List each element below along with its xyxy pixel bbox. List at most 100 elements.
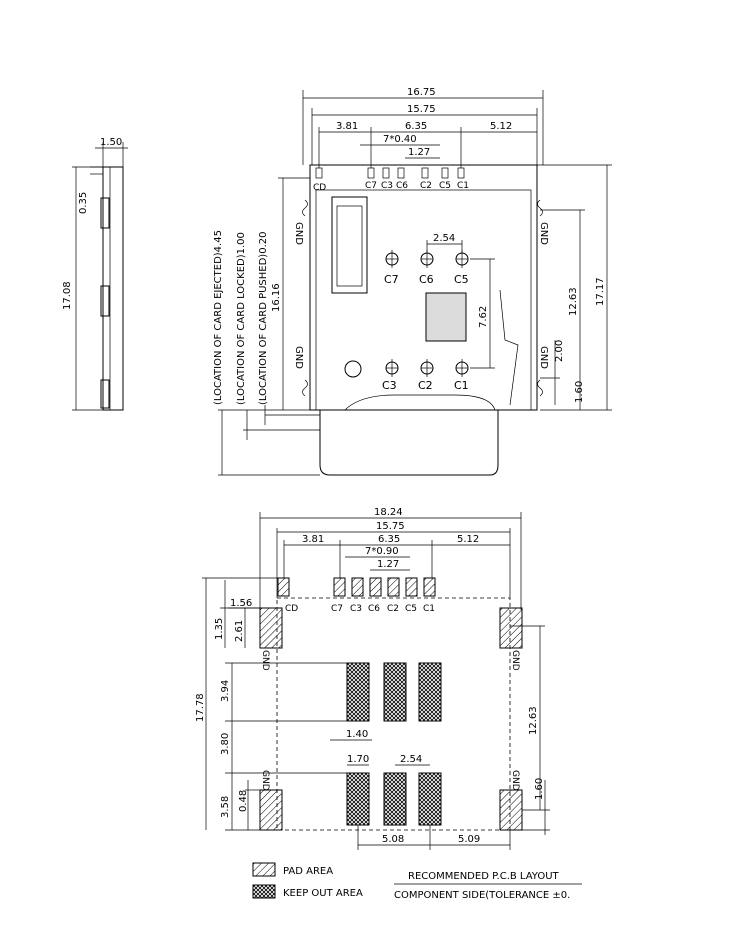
dim-512: 5.12 — [490, 121, 512, 132]
dim-127: 1.27 — [408, 147, 430, 158]
pcb-gnd-tl: GND — [260, 650, 270, 671]
pin-c6: C6 — [396, 181, 408, 191]
contact-c3 — [385, 359, 399, 377]
gnd-top-right: GND — [538, 222, 549, 245]
pcb-dim-635: 6.35 — [378, 534, 400, 545]
pcb-dim-170: 1.70 — [347, 754, 369, 765]
pcb-pin-c3: C3 — [350, 604, 362, 614]
pcb-dim-127: 1.27 — [377, 559, 399, 570]
contact-c7 — [385, 250, 399, 268]
dim-635: 6.35 — [405, 121, 427, 132]
pcb-dim-512: 5.12 — [457, 534, 479, 545]
dim-1717: 17.17 — [595, 277, 606, 306]
legend-keepout-swatch — [252, 884, 276, 899]
pad-c1 — [423, 577, 436, 597]
pcb-pin-c2: C2 — [387, 604, 399, 614]
loc-ejected: (LOCATION OF CARD EJECTED)4.45 — [213, 230, 224, 405]
side-view: 1.50 0.35 17.08 — [62, 137, 128, 411]
pin-c5: C5 — [439, 181, 451, 191]
top-view: CD C7 C3 C6 C2 C5 C1 16.75 15.75 3.81 6.… — [213, 87, 612, 476]
pcb-dim-048: 0.48 — [238, 790, 249, 812]
legend-title: RECOMMENDED P.C.B LAYOUT — [408, 871, 560, 882]
pcb-dim-261: 2.61 — [234, 620, 245, 642]
legend-subtitle: COMPONENT SIDE(TOLERANCE ±0. — [394, 890, 570, 901]
label-c7: C7 — [384, 273, 399, 286]
pcb-pin-cd: CD — [285, 604, 298, 614]
gnd-pad-top-right — [499, 607, 523, 649]
pin-c1: C1 — [457, 181, 469, 191]
pad-c2 — [387, 577, 400, 597]
dim-381: 3.81 — [336, 121, 358, 132]
pcb-dim-254: 2.54 — [400, 754, 422, 765]
legend: PAD AREA KEEP OUT AREA RECOMMENDED P.C.B… — [252, 862, 582, 901]
pcb-pin-c1: C1 — [423, 604, 435, 614]
pcb-dim-381: 3.81 — [302, 534, 324, 545]
keepout-upper-3 — [418, 662, 442, 722]
pcb-gnd-tr: GND — [510, 650, 520, 671]
pcb-dim-140: 1.40 — [346, 729, 368, 740]
pin-c3: C3 — [381, 181, 393, 191]
pcb-gnd-bl: GND — [260, 770, 270, 791]
pad-c5 — [405, 577, 418, 597]
pcb-dim-380: 3.80 — [220, 733, 231, 755]
label-c1: C1 — [454, 379, 469, 392]
loc-pushed: (LOCATION OF CARD PUSHED)0.20 — [258, 232, 269, 405]
keepout-lower-3 — [418, 772, 442, 826]
pcb-layout: 18.24 15.75 3.81 6.35 5.12 7*0.90 1.27 C… — [195, 507, 550, 850]
pcb-pin-c5: C5 — [405, 604, 417, 614]
dim-right-1263: 12.63 — [568, 287, 579, 316]
pcb-dim-135: 1.35 — [214, 618, 225, 640]
pcb-dim-160: 1.60 — [534, 778, 545, 800]
pcb-dim-1263: 12.63 — [528, 706, 539, 735]
gnd-pad-top-left — [259, 607, 283, 649]
contact-c5 — [455, 250, 469, 268]
pad-cd — [277, 577, 290, 597]
pcb-dim-156: 1.56 — [230, 598, 252, 609]
label-c5: C5 — [454, 273, 469, 286]
dim-side-150: 1.50 — [100, 137, 122, 148]
dim-top-254: 2.54 — [433, 233, 455, 244]
label-c6: C6 — [419, 273, 434, 286]
gnd-bottom-right: GND — [538, 346, 549, 369]
keepout-lower-1 — [346, 772, 370, 826]
pcb-pin-c7: C7 — [331, 604, 343, 614]
contact-c2 — [420, 359, 434, 377]
pad-c7 — [333, 577, 346, 597]
gnd-top-left: GND — [293, 222, 304, 245]
loc-locked: (LOCATION OF CARD LOCKED)1.00 — [236, 232, 247, 405]
pad-c3 — [351, 577, 364, 597]
contact-c1 — [455, 359, 469, 377]
pcb-dim-1778: 17.78 — [195, 693, 206, 722]
pcb-gnd-br: GND — [510, 770, 520, 791]
legend-keepout-label: KEEP OUT AREA — [283, 888, 363, 899]
dim-7x040: 7*0.40 — [383, 134, 417, 145]
dim-762: 7.62 — [478, 306, 489, 328]
dim-1616: 16.16 — [271, 283, 282, 312]
pcb-dim-1824: 18.24 — [374, 507, 403, 518]
pcb-dim-1575: 15.75 — [376, 521, 405, 532]
pcb-dim-394: 3.94 — [220, 680, 231, 702]
label-c3: C3 — [382, 379, 397, 392]
pin-c7: C7 — [365, 181, 377, 191]
keepout-upper-1 — [346, 662, 370, 722]
legend-pad-label: PAD AREA — [283, 866, 333, 877]
pcb-dim-509: 5.09 — [458, 834, 480, 845]
dim-top-160: 1.60 — [574, 381, 585, 403]
keepout-lower-2 — [383, 772, 407, 826]
keepout-upper-2 — [383, 662, 407, 722]
pcb-dim-7x090: 7*0.90 — [365, 546, 399, 557]
dim-side-1708: 17.08 — [62, 281, 73, 310]
label-c2: C2 — [418, 379, 433, 392]
pcb-pin-c6: C6 — [368, 604, 380, 614]
pin-cd: CD — [313, 183, 326, 193]
pin-c2: C2 — [420, 181, 432, 191]
dim-200: 2.00 — [554, 340, 565, 362]
legend-pad-swatch — [252, 862, 276, 877]
pad-c6 — [369, 577, 382, 597]
pcb-dim-358: 3.58 — [220, 796, 231, 818]
dim-1575: 15.75 — [407, 104, 436, 115]
gnd-pad-bottom-left — [259, 789, 283, 831]
gnd-pad-bottom-right — [499, 789, 523, 831]
contact-c6 — [420, 250, 434, 268]
